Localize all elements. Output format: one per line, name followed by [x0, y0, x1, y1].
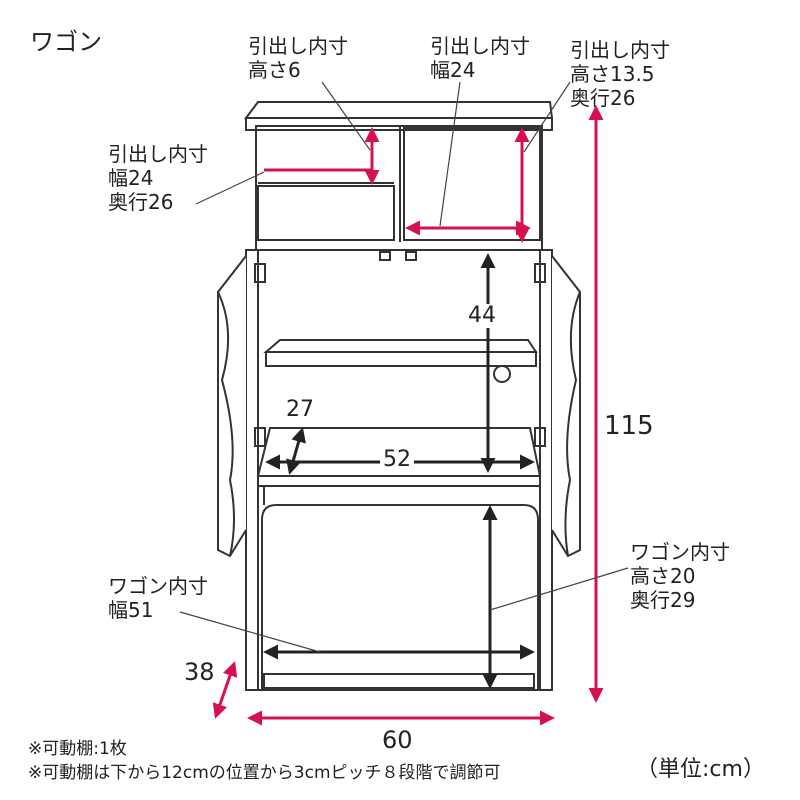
callout-wagon-right: ワゴン内寸 高さ20 奥行29: [630, 540, 730, 612]
page-title: ワゴン: [30, 28, 102, 56]
dim-width: 60: [382, 726, 413, 754]
callout-wagon-left: ワゴン内寸 幅51: [108, 574, 208, 622]
note-shelf-count: ※可動棚:1枚: [28, 739, 127, 759]
unit-label: （単位:cm）: [636, 757, 765, 782]
callout-drawer-height: 引出し内寸 高さ6: [248, 34, 348, 82]
dim-shelf-depth: 27: [286, 397, 314, 422]
note-shelf-adjust: ※可動棚は下から12cmの位置から3cmピッチ８段階で調節可: [28, 763, 501, 783]
dim-shelf-height: 44: [468, 303, 496, 328]
leader-lines: [179, 81, 629, 653]
callout-drawer-left: 引出し内寸 幅24 奥行26: [108, 142, 208, 214]
dim-inner-width: 52: [380, 448, 414, 472]
dim-depth: 38: [184, 658, 215, 686]
cabinet-outline: [217, 101, 581, 691]
accent-arrows: [212, 105, 604, 726]
callout-drawer-right: 引出し内寸 高さ13.5 奥行26: [570, 38, 670, 110]
callout-drawer-width-top: 引出し内寸 幅24: [430, 34, 530, 82]
dim-total-height: 115: [604, 411, 654, 441]
